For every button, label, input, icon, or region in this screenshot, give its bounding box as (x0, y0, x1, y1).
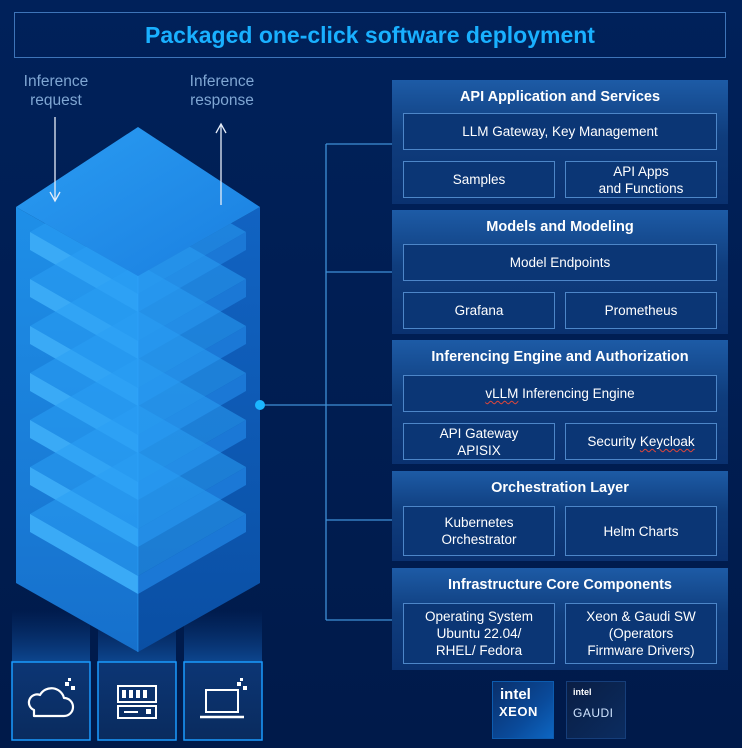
connector-hub-dot (255, 400, 265, 410)
base-column-3 (184, 610, 262, 662)
gaudi-logo-brand: intel (573, 687, 592, 697)
panel-api-application-services: API Application and Services LLM Gateway… (392, 80, 728, 204)
cloud-icon (11, 661, 91, 741)
intel-xeon-logo: intel XEON (492, 681, 554, 739)
item-prometheus: Prometheus (565, 292, 717, 329)
xeon-logo-product: XEON (499, 704, 538, 719)
inference-response-line-1: Inference (189, 73, 255, 90)
server-icon (97, 661, 177, 741)
connector-lines (260, 143, 392, 621)
item-llm-gateway-key-management: LLM Gateway, Key Management (403, 113, 717, 150)
laptop-icon (183, 661, 263, 741)
inference-request-line-1: Inference (23, 73, 89, 90)
panel-inferencing-engine-authorization: Inferencing Engine and Authorization vLL… (392, 340, 728, 464)
gaudi-logo-product: GAUDI (573, 706, 614, 720)
panel-models-modeling: Models and Modeling Model Endpoints Graf… (392, 210, 728, 334)
item-security-keycloak: Security Keycloak (565, 423, 717, 460)
panel-title: Inferencing Engine and Authorization (431, 349, 689, 365)
item-vllm-inferencing-engine: vLLM Inferencing Engine (403, 375, 717, 412)
panel-title: API Application and Services (459, 89, 661, 105)
intel-gaudi-logo: intel GAUDI (566, 681, 626, 739)
inference-response-line-2: response (190, 92, 254, 109)
page-title: Packaged one-click software deployment (14, 12, 726, 58)
inference-response-arrow (215, 122, 227, 205)
item-model-endpoints: Model Endpoints (403, 244, 717, 281)
inference-response-label: Inference response (178, 72, 266, 110)
panel-title: Infrastructure Core Components (448, 577, 672, 593)
xeon-logo-brand: intel (500, 686, 531, 703)
tower-slab-left (30, 514, 138, 594)
item-grafana: Grafana (403, 292, 555, 329)
panel-title: Orchestration Layer (491, 480, 629, 496)
server-tower (16, 127, 260, 652)
inference-request-arrow (49, 117, 61, 203)
inference-request-label: Inference request (12, 72, 100, 110)
panel-infrastructure-core-components: Infrastructure Core Components Operating… (392, 568, 728, 670)
tower-slab-right (138, 514, 246, 594)
inference-request-line-2: request (30, 92, 82, 109)
base-column-1 (12, 610, 90, 662)
item-helm-charts: Helm Charts (565, 506, 717, 556)
item-samples: Samples (403, 161, 555, 198)
panel-title: Models and Modeling (486, 219, 634, 235)
